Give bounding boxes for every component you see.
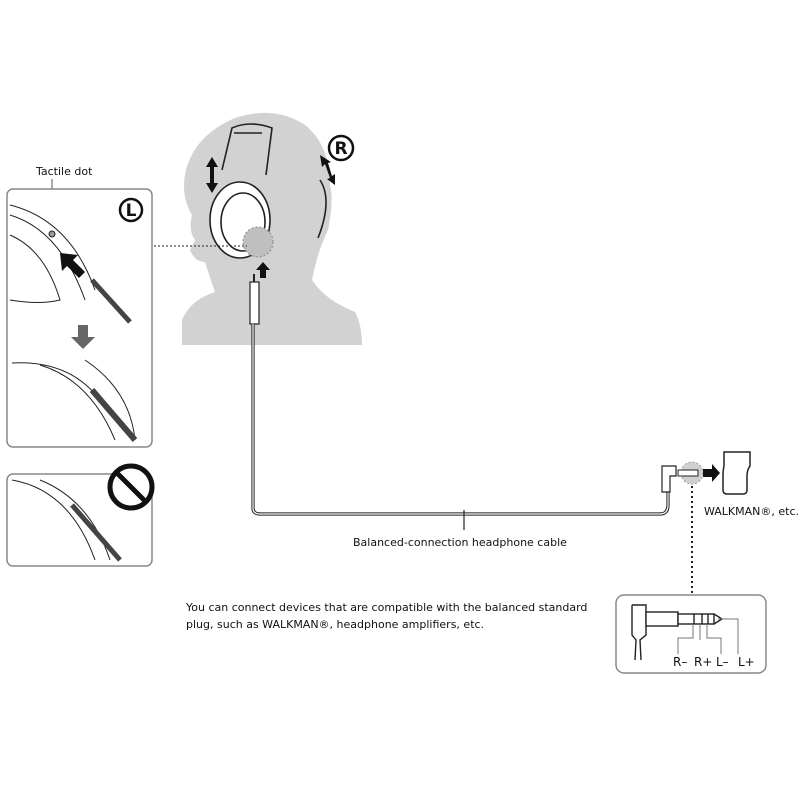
incorrect-connection-panel <box>6 463 155 567</box>
up-arrow-icon <box>256 262 270 278</box>
walkman-device-icon <box>722 451 751 495</box>
headphone-cable <box>249 274 677 530</box>
connection-steps-panel: L <box>6 188 153 448</box>
connector-highlight <box>242 226 274 258</box>
pin-label: R+ <box>694 655 712 669</box>
pin-label: R– <box>673 655 687 669</box>
pin-label: L– <box>716 655 729 669</box>
plug-tip <box>677 469 699 477</box>
down-arrow-icon <box>71 325 95 349</box>
plug-detail-panel: R– R+ L– L+ <box>615 594 767 674</box>
adjust-arrow-icon <box>206 155 335 193</box>
tactile-dot-label: Tactile dot <box>35 165 93 178</box>
device-label: WALKMAN®, etc. <box>704 505 799 518</box>
left-marker-icon <box>118 197 144 223</box>
left-marker: L <box>126 201 137 221</box>
head-silhouette <box>182 112 362 345</box>
pin-label: L+ <box>738 655 755 669</box>
insert-arrow-icon <box>60 253 85 278</box>
cable-label: Balanced-connection headphone cable <box>353 536 567 549</box>
note-line-2: plug, such as WALKMAN®, headphone amplif… <box>186 618 484 631</box>
right-marker: R <box>334 139 347 159</box>
note-line-1: You can connect devices that are compati… <box>185 601 587 614</box>
right-marker-icon <box>327 134 355 162</box>
right-arrow-icon <box>703 464 720 482</box>
